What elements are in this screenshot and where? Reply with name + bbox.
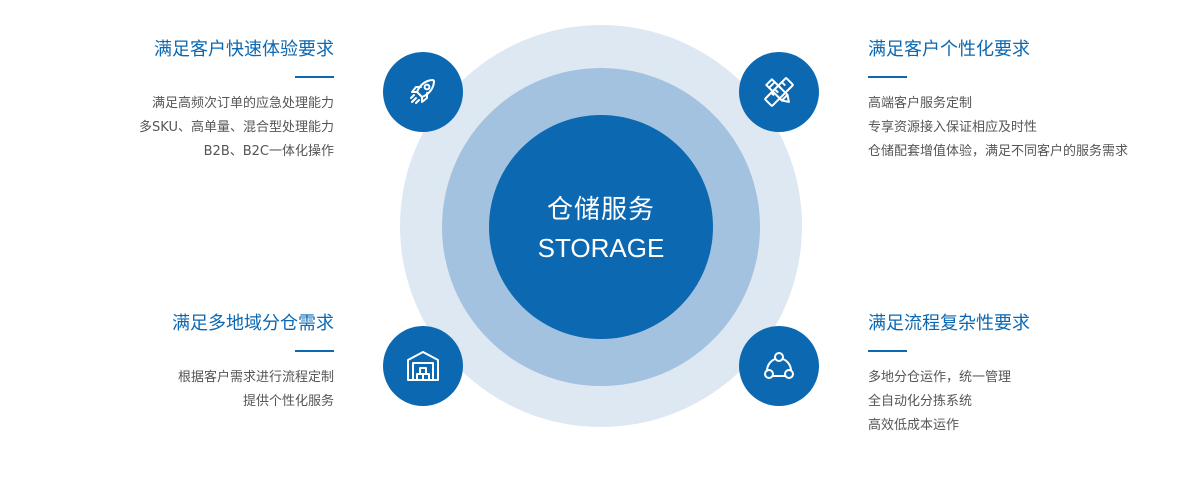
feature-title: 满足客户个性化要求 — [868, 39, 1030, 60]
title-underline — [868, 76, 907, 78]
feature-item: 多地分仓运作，统一管理 — [868, 370, 1012, 385]
feature-personalization: 满足客户个性化要求 高端客户服务定制 专享资源接入保证相应及时性 仓储配套增值体… — [868, 38, 1198, 164]
title-underline — [868, 350, 907, 352]
title-underline — [295, 350, 334, 352]
feature-title: 满足多地域分仓需求 — [172, 313, 334, 334]
title-underline — [295, 76, 334, 78]
network-cycle-icon — [739, 326, 819, 406]
feature-process-complexity: 满足流程复杂性要求 多地分仓运作，统一管理 全自动化分拣系统 高效低成本运作 — [868, 312, 1198, 438]
feature-item: B2B、B2C一体化操作 — [203, 144, 334, 159]
rocket-icon — [383, 52, 463, 132]
feature-title: 满足客户快速体验要求 — [154, 39, 334, 60]
feature-multi-region: 满足多地域分仓需求 根据客户需求进行流程定制 提供个性化服务 — [4, 312, 334, 414]
center-subtitle: STORAGE — [537, 233, 665, 263]
feature-item: 根据客户需求进行流程定制 — [177, 370, 334, 385]
feature-fast-experience: 满足客户快速体验要求 满足高频次订单的应急处理能力 多SKU、高单量、混合型处理… — [4, 38, 334, 164]
center-title: 仓储服务 — [546, 195, 655, 225]
feature-item: 满足高频次订单的应急处理能力 — [151, 96, 334, 111]
feature-item: 专享资源接入保证相应及时性 — [868, 120, 1038, 135]
feature-item: 仓储配套增值体验，满足不同客户的服务需求 — [868, 144, 1129, 159]
warehouse-icon — [383, 326, 463, 406]
feature-item: 高效低成本运作 — [868, 418, 960, 433]
feature-title: 满足流程复杂性要求 — [868, 313, 1030, 334]
feature-item: 高端客户服务定制 — [868, 96, 973, 111]
feature-item: 全自动化分拣系统 — [868, 394, 973, 409]
feature-item: 多SKU、高单量、混合型处理能力 — [139, 120, 334, 135]
center-circle: 仓储服务 STORAGE — [489, 115, 713, 339]
ruler-pencil-icon — [739, 52, 819, 132]
feature-item: 提供个性化服务 — [242, 394, 334, 409]
